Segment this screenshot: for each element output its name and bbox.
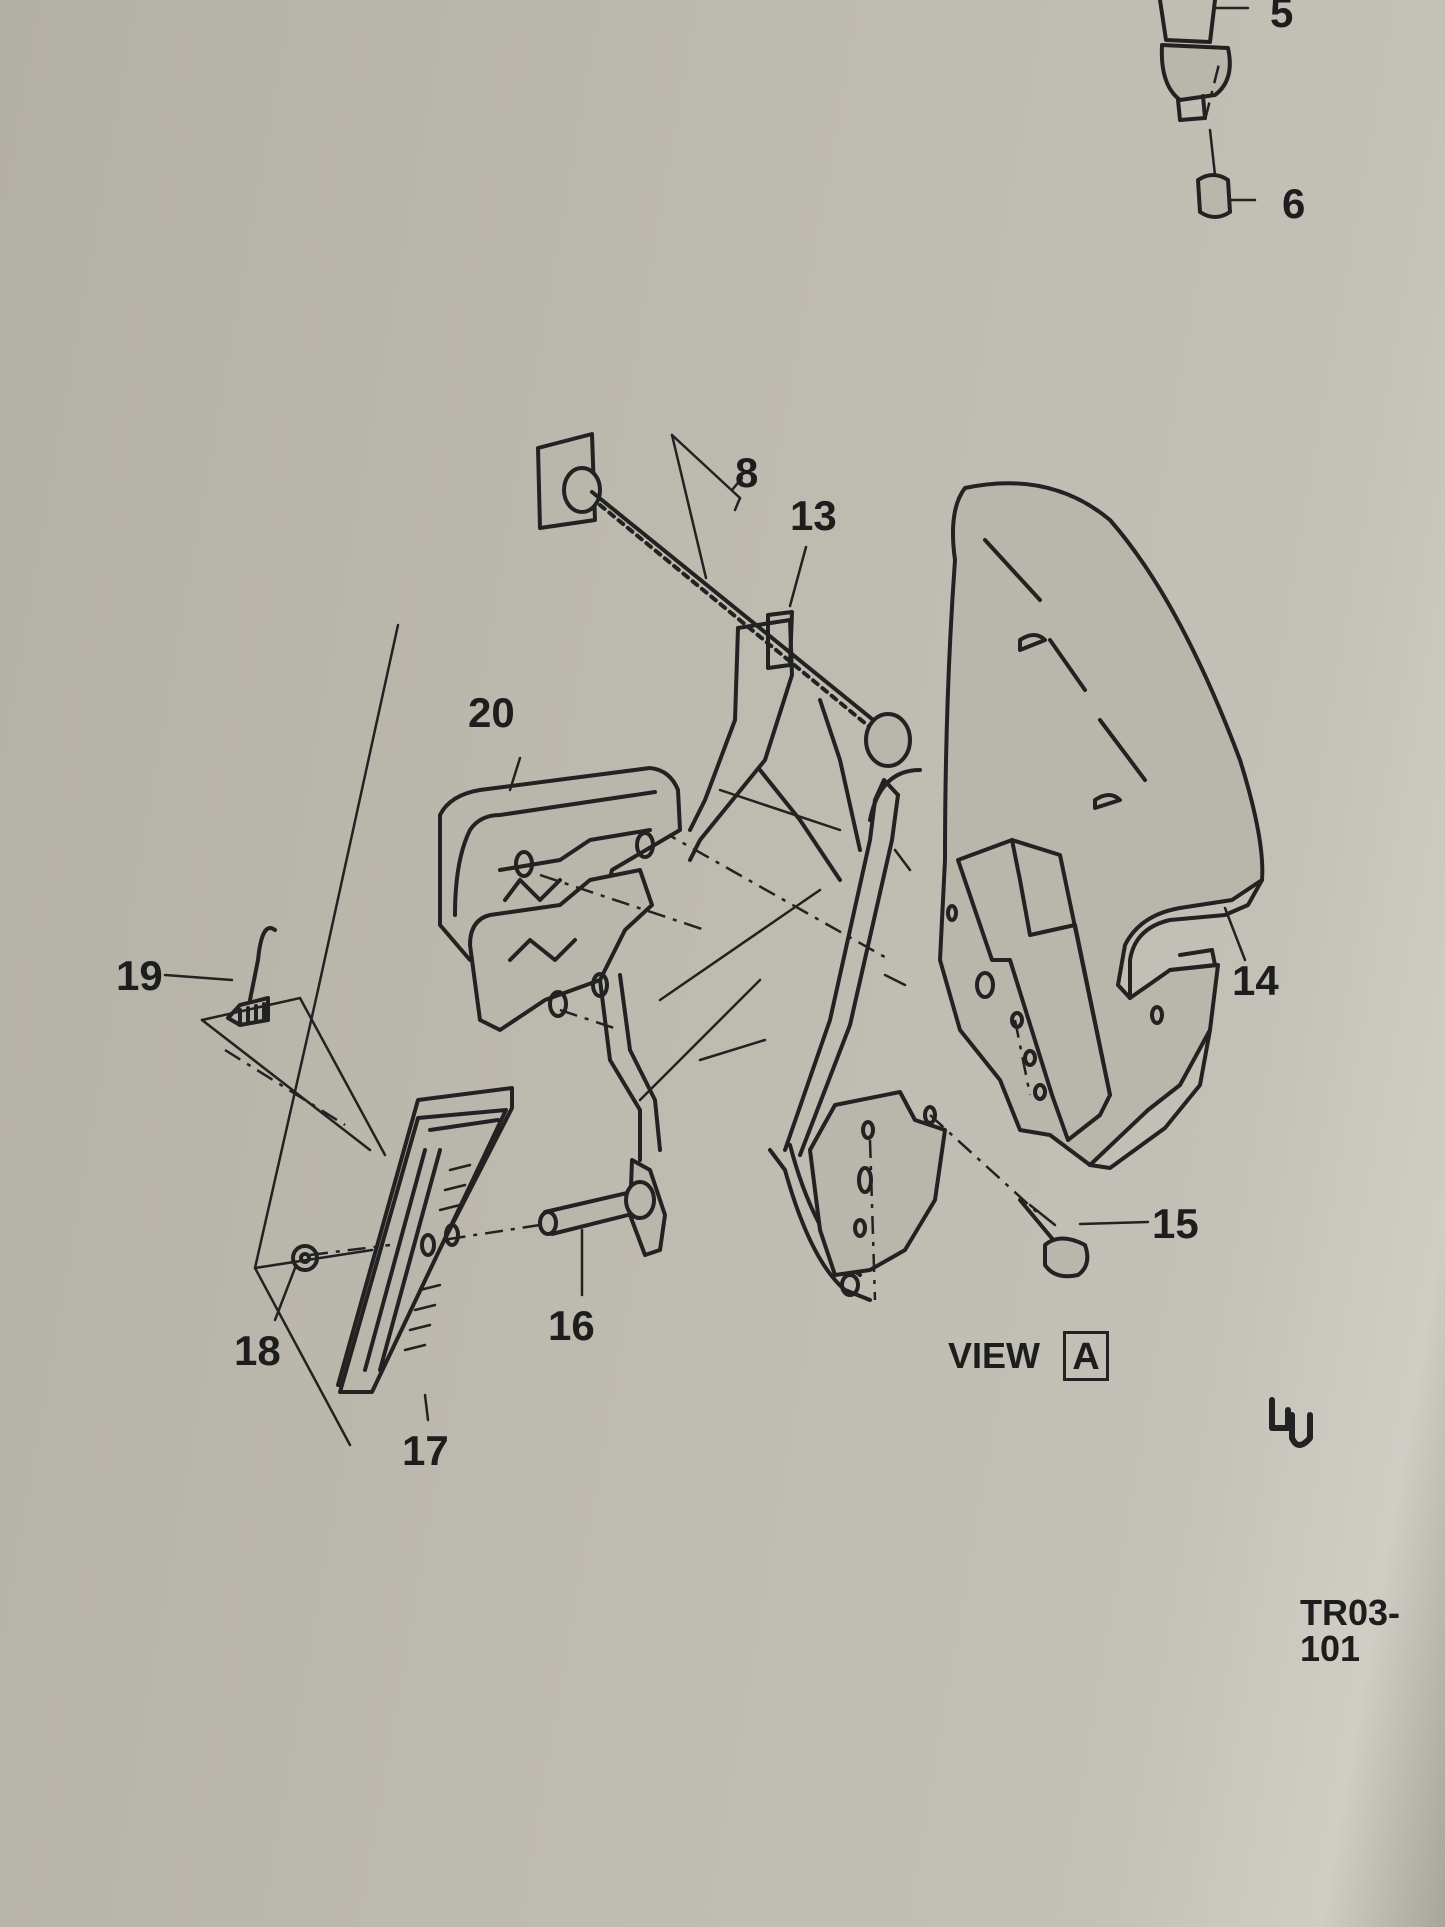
callout-15: 15 (1152, 1200, 1199, 1247)
view-letter-box: A (1063, 1331, 1109, 1381)
callout-13: 13 (790, 492, 837, 539)
part-6-cap (1196, 128, 1257, 219)
construction-lines (200, 623, 400, 1447)
view-label: VIEW (948, 1335, 1041, 1376)
callout-17: 17 (402, 1427, 449, 1474)
part-8-cable (536, 432, 912, 768)
figure-code: TR03-101 (1300, 1592, 1401, 1669)
part-16-pin (409, 1180, 656, 1297)
callout-8: 8 (735, 449, 759, 496)
gm-logo-icon (1269, 1397, 1313, 1448)
part-14-bracket (938, 481, 1265, 1170)
part-15-bolt (929, 1114, 1150, 1279)
callout-6: 6 (1282, 180, 1306, 227)
callout-16: 16 (548, 1302, 595, 1349)
callout-20: 20 (468, 689, 515, 736)
lower-mount-plate (659, 828, 947, 1301)
part-17-pedal-pad (336, 1086, 514, 1422)
callout-5: 5 (1270, 0, 1294, 36)
part-20-housing (438, 756, 706, 1032)
callout-14: 14 (1232, 957, 1279, 1004)
callout-19: 19 (116, 952, 163, 999)
part-5-fitting (1158, 0, 1250, 122)
part-19-spring (163, 926, 277, 1027)
callout-18: 18 (234, 1327, 281, 1374)
